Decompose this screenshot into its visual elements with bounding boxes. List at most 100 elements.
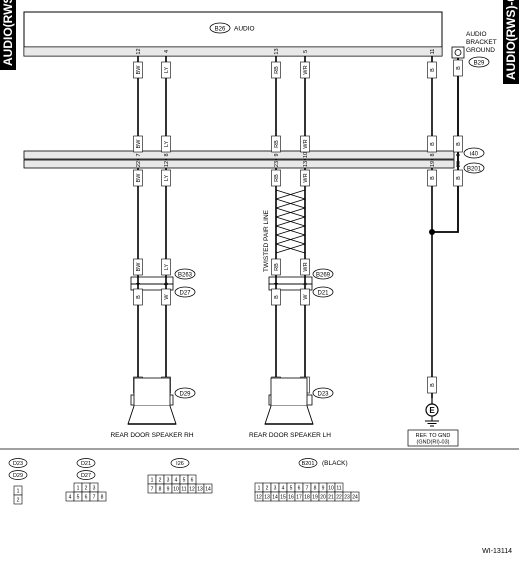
connector-wire-color: BW (136, 262, 142, 272)
harness-connector-b201: B201 (23, 159, 485, 174)
wire-color-top-box (427, 61, 437, 79)
legend-pin-cell (350, 491, 360, 502)
legend-pin-number: 13 (197, 487, 203, 493)
lh-connectors: B269 D21 D23 (312, 268, 334, 399)
legend-pin-number: 1 (151, 478, 154, 484)
legend-connector-badge (170, 458, 190, 468)
i40-wire-color-group: BW (133, 135, 143, 153)
legend-connector-code: D21 (81, 461, 91, 467)
i40-pin: 10 (303, 152, 309, 158)
b201-wire-color-box (271, 169, 281, 187)
legend-pin-number: 5 (183, 478, 186, 484)
legend-pin-number: 6 (191, 478, 194, 484)
connector-wire-color-lower: W (164, 294, 170, 300)
connector-wire-color-lower-group: B (133, 288, 143, 306)
legend-pin-number: 3 (93, 486, 96, 492)
i40-wire-color: WR (303, 139, 309, 148)
legend-pin-number: 3 (274, 486, 277, 492)
connector-wire-color: LY (164, 264, 170, 271)
connector-wire-color: RB (274, 263, 280, 271)
wire-color-top-group: B (427, 61, 437, 79)
connector-wire-color-lower-group: W (300, 288, 310, 306)
legend-connector-code: B201 (302, 461, 315, 467)
lh-upper-connector-code: B269 (316, 273, 331, 279)
wire-layer (130, 56, 459, 406)
connector-pin-upper: 5 (164, 282, 170, 285)
legend-pin-number: 11 (336, 486, 341, 492)
rh-speaker-label: REAR DOOR SPEAKER RH (110, 432, 193, 439)
connector-wire-color: WR (303, 262, 309, 271)
legend-pin-number: 12 (256, 495, 262, 501)
connector-wire-color-group: LY (161, 258, 171, 276)
audio-bracket-ground: AUDIO BRACKET GROUND B29 (451, 31, 497, 68)
ground-wire-line (432, 58, 459, 233)
wire-color-top-box (300, 61, 310, 79)
i40-wire-color-group: RB (271, 135, 281, 153)
legend-pin-number: 7 (151, 487, 154, 493)
twist-cross (275, 225, 306, 236)
audio-pin: 4 (164, 50, 170, 53)
b201-wire-color: B (430, 176, 436, 180)
i40-pin: 9 (456, 153, 462, 156)
i40-wire-color-box (453, 135, 463, 153)
wire-color-top-group: LY (161, 61, 171, 79)
legend-pin-number: 23 (344, 495, 350, 501)
rear-door-speaker-lh: REAR DOOR SPEAKER LH (249, 377, 331, 439)
legend-pin-cell (203, 483, 213, 494)
inline-connector-lower (130, 283, 174, 291)
b201-wire-color-group: WR (300, 169, 310, 187)
connector-wire-color-lower: B (274, 295, 280, 299)
ground-wire-color: B (430, 383, 436, 387)
b201-wire-color-group: LY (161, 169, 171, 187)
legend-connector-badge (298, 458, 318, 468)
b201-wire-color-group: B (453, 169, 463, 187)
rh-speaker-connector-code: D29 (179, 392, 191, 398)
b201-pin: 20 (456, 161, 462, 167)
twisted-pair-label: TWISTED PAIR LINE (263, 209, 270, 272)
audio-pin: 5 (303, 50, 309, 53)
legend-pin-number: 6 (298, 486, 301, 492)
legend-connector-color: (BLACK) (322, 460, 348, 467)
b201-pin: 12 (164, 161, 170, 167)
i40-pin: 8 (164, 153, 170, 156)
i40-wire-color-group: B (453, 135, 463, 153)
legend-pin-number: 4 (282, 486, 285, 492)
legend-pin-number: 20 (320, 495, 326, 501)
audio-unit: B26 AUDIO (23, 11, 443, 57)
legend-pin-number: 14 (272, 495, 278, 501)
legend-pin-number: 10 (328, 486, 334, 492)
connector-wire-color-box (161, 258, 171, 276)
i40-wire-color: B (430, 142, 436, 146)
legend-pin-number: 2 (159, 478, 162, 484)
twist-cross (275, 243, 306, 254)
bracket-connector-code: B29 (474, 61, 485, 67)
wire-color-top: LY (164, 67, 170, 74)
legend-connector-code: I26 (176, 461, 184, 467)
connector-wire-color-lower: W (303, 294, 309, 300)
bracket-title-2: BRACKET (466, 39, 497, 46)
legend-pin-number: 10 (173, 487, 179, 493)
ground-wire-color-group: B (427, 376, 437, 394)
legend-pin-number: 9 (322, 486, 325, 492)
legend-pin-number: 3 (167, 478, 170, 484)
connector-wire-color-lower-box (300, 288, 310, 306)
i40-pin: 9 (274, 153, 280, 156)
legend-pin-number: 2 (85, 486, 88, 492)
legend-pin-number: 7 (93, 495, 96, 501)
twist-cross (275, 234, 306, 245)
legend-pin-number: 19 (312, 495, 318, 501)
splice-dot (429, 229, 435, 235)
i40-wire-color-group: WR (300, 135, 310, 153)
twist-cross (275, 198, 306, 209)
legend-pin-number: 16 (288, 495, 294, 501)
wire-color-top-group: RB (271, 61, 281, 79)
i40-wire-color: BW (136, 139, 142, 149)
connector-wire-color-group: WR (300, 258, 310, 276)
connector-pin-upper: 4 (136, 282, 142, 285)
lh-lower-connector-code: D21 (317, 291, 329, 297)
b201-pin: 23 (274, 161, 280, 167)
